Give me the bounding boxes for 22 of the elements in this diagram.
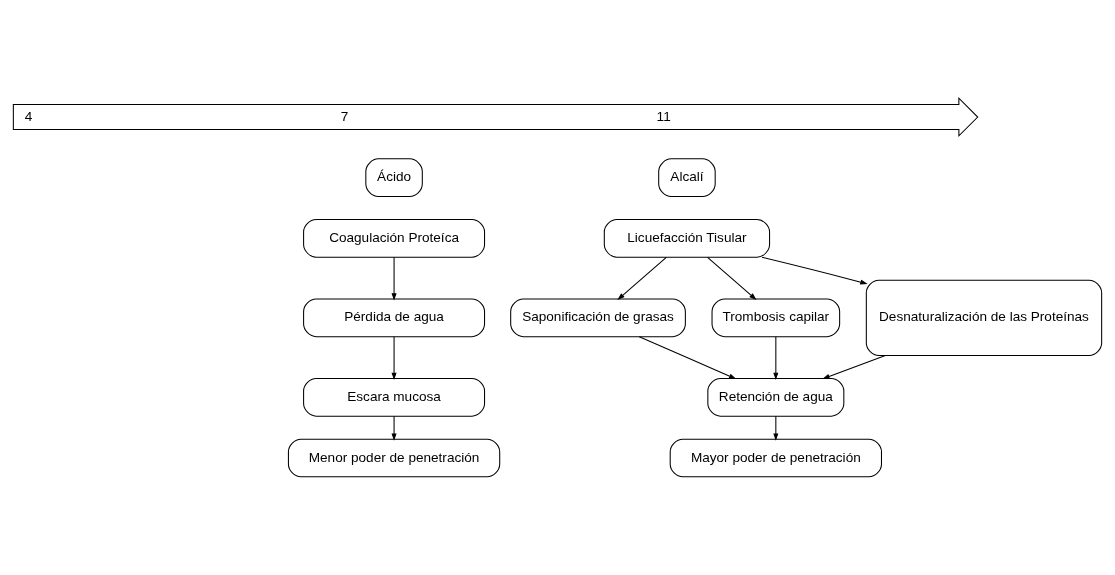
node-box: Desnaturalización de las Proteínas [865, 279, 1103, 356]
node-box: Trombosis capilar [711, 298, 841, 338]
node-box: Pérdida de agua [303, 298, 486, 338]
arrow [391, 415, 397, 441]
node-box: Retención de agua [707, 377, 845, 417]
arrow [761, 256, 868, 285]
node-box: Saponificación de grasas [510, 298, 686, 338]
arrow [638, 336, 737, 380]
node-box: Mayor poder de penetración [669, 438, 882, 478]
arrow [707, 256, 757, 300]
arrow [617, 256, 667, 300]
node-box: Ácido [365, 158, 423, 198]
arrow [773, 336, 779, 380]
node-box: Alcalí [658, 158, 716, 198]
node-box: Licuefacción Tisular [603, 219, 771, 258]
arrow [391, 256, 397, 301]
arrow [391, 336, 397, 380]
arrow [773, 415, 779, 441]
arrow [822, 355, 886, 379]
node-box: Menor poder de penetración [287, 438, 501, 478]
node-box: Escara mucosa [303, 377, 486, 417]
node-box: Coagulación Proteíca [303, 219, 486, 258]
